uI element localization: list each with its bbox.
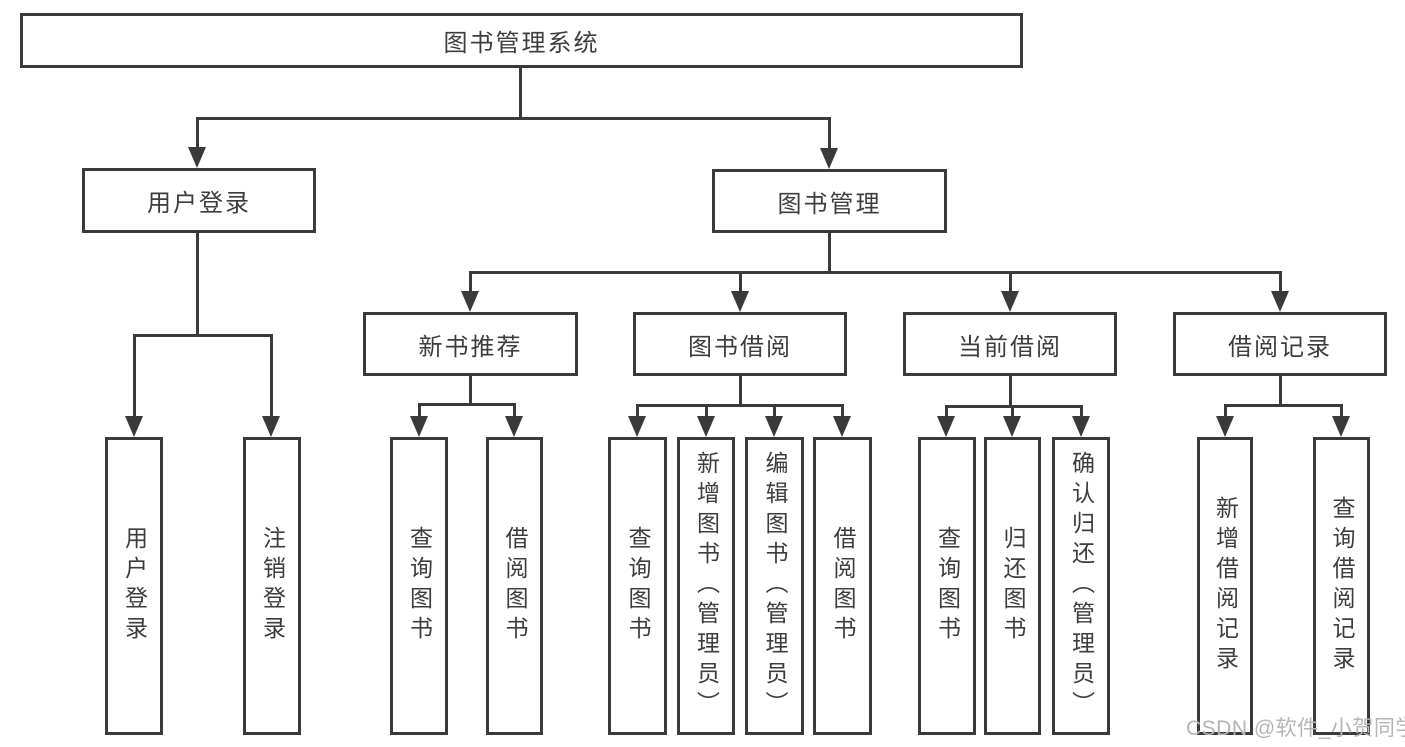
leaf-label: 新增图书（管理员）: [693, 451, 720, 721]
node-new-book-recommend: 新书推荐: [363, 312, 578, 376]
leaf-label: 新增借阅记录: [1212, 496, 1239, 676]
connector-line: [1340, 404, 1343, 418]
leaf-label: 借阅图书: [830, 526, 856, 646]
connector-line: [519, 66, 522, 119]
connector-line: [739, 271, 742, 293]
node-label: 图书借阅: [688, 333, 792, 361]
connector-line: [196, 231, 199, 336]
connector-line: [1080, 405, 1083, 418]
node-library-management-system: 图书管理系统: [20, 13, 1023, 68]
connector-line: [828, 117, 831, 150]
leaf-label: 查询图书: [934, 526, 961, 646]
node-label: 当前借阅: [958, 333, 1062, 361]
arrowhead-icon: [628, 416, 646, 437]
connector-line: [636, 404, 844, 407]
arrowhead-icon: [461, 291, 479, 312]
leaf-label: 查询图书: [406, 526, 433, 646]
arrowhead-icon: [1332, 416, 1350, 437]
arrowhead-icon: [262, 416, 280, 437]
leaf-query-books-current: 查询图书: [918, 437, 976, 735]
leaf-label: 查询图书: [625, 526, 651, 646]
arrowhead-icon: [125, 416, 143, 437]
arrowhead-icon: [1072, 416, 1090, 437]
leaf-add-borrow-record: 新增借阅记录: [1197, 437, 1253, 735]
arrowhead-icon: [833, 416, 851, 437]
node-book-management: 图书管理: [712, 169, 947, 233]
connector-line: [739, 374, 742, 406]
connector-line: [841, 404, 844, 418]
arrowhead-icon: [1001, 291, 1019, 312]
connector-line: [133, 334, 273, 337]
connector-line: [196, 117, 199, 149]
leaf-borrow-books-recommend: 借阅图书: [486, 437, 543, 735]
connector-line: [705, 404, 708, 418]
connector-line: [133, 334, 136, 418]
arrowhead-icon: [765, 416, 783, 437]
leaf-borrow-books: 借阅图书: [813, 437, 872, 735]
arrowhead-icon: [1271, 291, 1289, 312]
connector-line: [1224, 404, 1227, 418]
connector-line: [196, 117, 831, 120]
leaf-label: 确认归还（管理员）: [1068, 451, 1095, 721]
connector-line: [513, 403, 516, 418]
node-user-login: 用户登录: [82, 168, 316, 233]
node-label: 用户登录: [147, 190, 251, 217]
connector-line: [773, 404, 776, 418]
connector-line: [418, 403, 516, 406]
connector-line: [1224, 404, 1343, 407]
arrowhead-icon: [1003, 416, 1021, 437]
connector-line: [1279, 374, 1282, 406]
csdn-watermark: CSDN @软件_小贺同学: [1186, 717, 1405, 740]
node-current-borrowing: 当前借阅: [903, 312, 1117, 376]
connector-line: [270, 334, 273, 418]
leaf-confirm-return-admin: 确认归还（管理员）: [1052, 437, 1110, 735]
leaf-edit-books-admin: 编辑图书（管理员）: [745, 437, 804, 735]
arrowhead-icon: [731, 291, 749, 312]
leaf-query-books-recommend: 查询图书: [390, 437, 448, 735]
leaf-user-login: 用户登录: [105, 437, 163, 735]
connector-line: [1009, 374, 1012, 407]
arrowhead-icon: [1216, 416, 1234, 437]
connector-line: [945, 405, 1083, 408]
connector-line: [945, 405, 948, 418]
leaf-label: 用户登录: [121, 526, 148, 646]
arrowhead-icon: [820, 148, 838, 169]
arrowhead-icon: [697, 416, 715, 437]
node-book-borrowing: 图书借阅: [633, 312, 847, 376]
leaf-query-borrow-record: 查询借阅记录: [1313, 437, 1370, 735]
node-label: 图书管理系统: [443, 30, 600, 57]
leaf-label: 归还图书: [1000, 526, 1026, 646]
node-borrowing-records: 借阅记录: [1173, 312, 1387, 376]
leaf-label: 编辑图书（管理员）: [762, 451, 788, 721]
arrowhead-icon: [188, 147, 206, 168]
connector-line: [469, 374, 472, 405]
leaf-return-books: 归还图书: [984, 437, 1041, 735]
node-label: 借阅记录: [1228, 333, 1332, 361]
node-label: 图书管理: [777, 190, 882, 218]
leaf-label: 借阅图书: [502, 526, 528, 646]
arrowhead-icon: [410, 416, 428, 437]
connector-line: [469, 271, 472, 293]
arrowhead-icon: [937, 416, 955, 437]
leaf-label: 注销登录: [259, 526, 286, 646]
leaf-logout: 注销登录: [243, 437, 301, 735]
leaf-add-books-admin: 新增图书（管理员）: [677, 437, 735, 735]
connector-line: [1011, 405, 1014, 418]
connector-line: [469, 271, 1282, 274]
leaf-label: 查询借阅记录: [1329, 496, 1355, 676]
node-label: 新书推荐: [418, 333, 523, 361]
leaf-query-books-borrowing: 查询图书: [608, 437, 667, 735]
connector-line: [1279, 271, 1282, 293]
arrowhead-icon: [505, 416, 523, 437]
connector-line: [636, 404, 639, 418]
connector-line: [1009, 271, 1012, 293]
connector-line: [828, 232, 831, 273]
connector-line: [418, 403, 421, 418]
